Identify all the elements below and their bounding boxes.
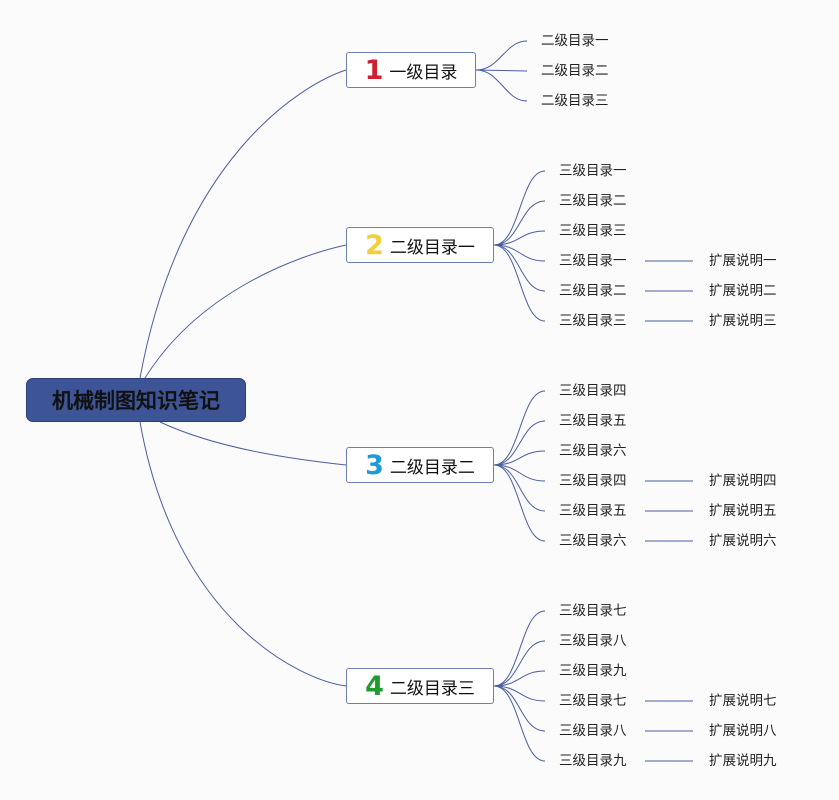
subtopic-item[interactable]: 三级目录七: [559, 603, 627, 619]
connector-b4-c5: [493, 685, 546, 732]
subtopic-item[interactable]: 三级目录四: [559, 473, 627, 489]
subtopic-item[interactable]: 三级目录一: [559, 163, 627, 179]
subtopic-item[interactable]: 三级目录六: [559, 443, 627, 459]
branch-topic-2[interactable]: 2 二级目录一: [346, 227, 494, 263]
connector-root-branch-4: [139, 421, 347, 687]
subtopic-item[interactable]: 三级目录六: [559, 533, 627, 549]
branch-topic-label: 二级目录三: [389, 678, 475, 699]
connector-b1-c1: [475, 40, 528, 71]
number-1-icon: 1: [364, 54, 384, 86]
connector-b4-c6: [493, 685, 546, 762]
subtopic-item[interactable]: 三级目录五: [559, 503, 627, 519]
branch-topic-label: 二级目录一: [389, 237, 475, 258]
connector-b4-c1: [493, 610, 546, 687]
extension-note[interactable]: 扩展说明四: [709, 473, 777, 489]
connector-root-branch-3: [159, 421, 347, 466]
branch-topic-1[interactable]: 1 一级目录: [346, 52, 476, 88]
number-4-icon: 4: [365, 670, 384, 702]
connector-b3-c3: [493, 450, 546, 466]
subtopic-item[interactable]: 三级目录九: [559, 663, 627, 679]
extension-note[interactable]: 扩展说明三: [709, 313, 777, 329]
subtopic-item[interactable]: 三级目录七: [559, 693, 627, 709]
subtopic-item[interactable]: 三级目录八: [559, 723, 627, 739]
connector-b3-c1: [493, 390, 546, 466]
connector-root-branch-2: [144, 244, 347, 379]
branch-topic-label: 一级目录: [389, 62, 458, 83]
connector-b4-c2: [493, 640, 546, 687]
connector-b2-c5: [493, 244, 546, 292]
root-topic-label: 机械制图知识笔记: [52, 389, 220, 413]
connector-b2-c2: [493, 200, 546, 246]
subtopic-item[interactable]: 三级目录三: [559, 313, 627, 329]
extension-note[interactable]: 扩展说明九: [709, 753, 777, 769]
connector-b4-c4: [493, 685, 546, 702]
connector-root-branch-1: [139, 69, 347, 379]
extension-note[interactable]: 扩展说明一: [709, 253, 777, 269]
connector-b2-c1: [493, 170, 546, 246]
root-topic[interactable]: 机械制图知识笔记: [26, 378, 246, 422]
connector-b1-c3: [475, 69, 528, 102]
branch-topic-3[interactable]: 3 二级目录二: [346, 447, 494, 483]
subtopic-item[interactable]: 三级目录五: [559, 413, 627, 429]
branch-topic-4[interactable]: 4 二级目录三: [346, 668, 494, 704]
connector-b3-c2: [493, 420, 546, 466]
subtopic-item[interactable]: 二级目录一: [541, 33, 609, 49]
extension-note[interactable]: 扩展说明六: [709, 533, 777, 549]
subtopic-item[interactable]: 二级目录二: [541, 63, 609, 79]
connector-b2-c6: [493, 244, 546, 322]
connector-b3-c4: [493, 464, 546, 482]
extension-note[interactable]: 扩展说明八: [709, 723, 777, 739]
extension-note[interactable]: 扩展说明五: [709, 503, 777, 519]
subtopic-item[interactable]: 三级目录九: [559, 753, 627, 769]
connector-b2-c4: [493, 244, 546, 262]
subtopic-item[interactable]: 三级目录二: [559, 283, 627, 299]
connector-b1-c2: [475, 69, 528, 72]
connector-b3-c6: [493, 464, 546, 542]
extension-note[interactable]: 扩展说明七: [709, 693, 777, 709]
connector-b2-c3: [493, 230, 546, 246]
connector-b3-c5: [493, 464, 546, 512]
connector-b4-c3: [493, 670, 546, 687]
subtopic-item[interactable]: 三级目录四: [559, 383, 627, 399]
number-3-icon: 3: [365, 449, 384, 481]
branch-topic-label: 二级目录二: [389, 457, 475, 478]
extension-note[interactable]: 扩展说明二: [709, 283, 777, 299]
subtopic-item[interactable]: 二级目录三: [541, 93, 609, 109]
subtopic-item[interactable]: 三级目录一: [559, 253, 627, 269]
subtopic-item[interactable]: 三级目录二: [559, 193, 627, 209]
subtopic-item[interactable]: 三级目录八: [559, 633, 627, 649]
number-2-icon: 2: [365, 229, 384, 261]
subtopic-item[interactable]: 三级目录三: [559, 223, 627, 239]
